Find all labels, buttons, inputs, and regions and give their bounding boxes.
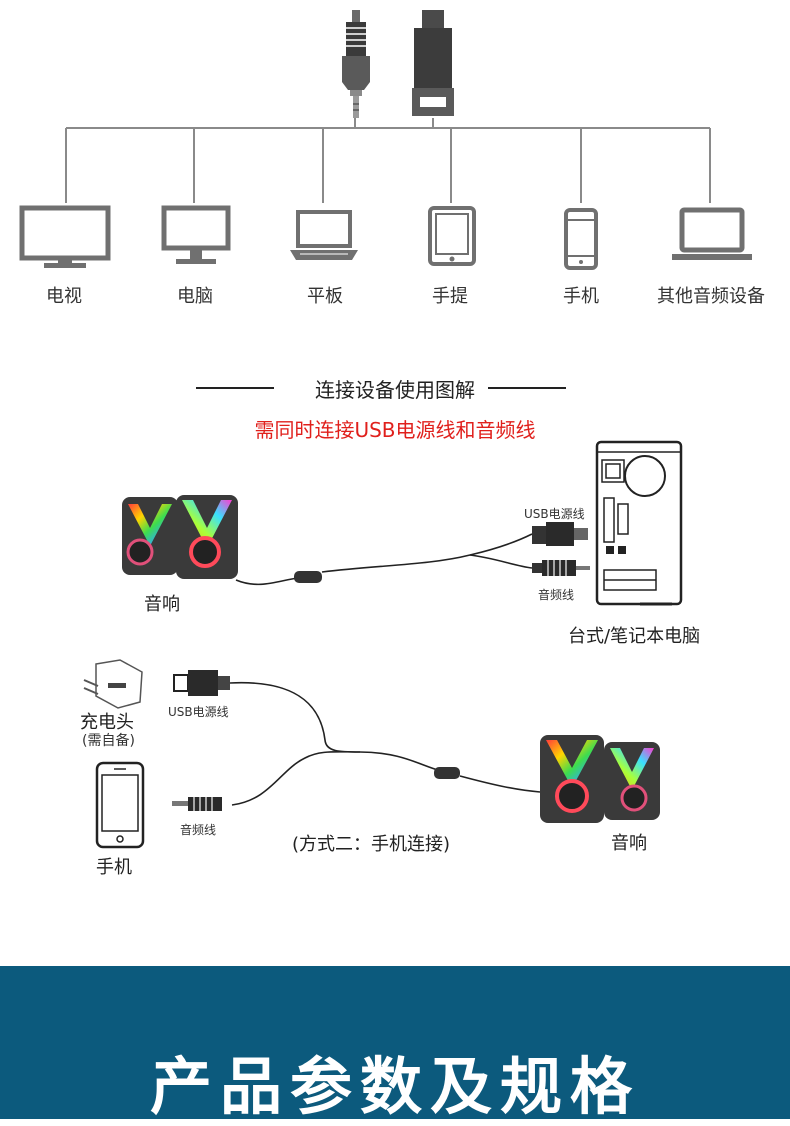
audio-cable-label: 音频线 xyxy=(180,823,217,837)
speaker-pair xyxy=(540,735,660,823)
aux-plug-icon xyxy=(342,10,370,118)
computer-label: 台式/笔记本电脑 xyxy=(568,626,701,647)
inline-control xyxy=(294,571,322,583)
method-label: (方式二：手机连接) xyxy=(292,834,451,855)
phone-icon xyxy=(95,761,145,849)
laptop-icon xyxy=(290,210,358,260)
heading-rule-left xyxy=(196,387,274,389)
usb-plug-icon xyxy=(532,522,588,546)
device-label-phone: 手机 xyxy=(563,286,599,307)
phone-icon xyxy=(564,208,598,270)
device-label-handheld: 手提 xyxy=(432,286,468,307)
charger-label: 充电头 xyxy=(80,712,134,733)
audio-cable-label: 音频线 xyxy=(538,588,575,602)
usb-cable-label: USB电源线 xyxy=(524,507,585,521)
speaker-cable xyxy=(235,533,533,586)
device-label-computer: 电脑 xyxy=(177,286,213,307)
speaker-pair xyxy=(122,495,238,579)
heading-rule-right xyxy=(488,387,566,389)
connector-tree xyxy=(65,118,711,203)
device-label-tablet: 平板 xyxy=(307,286,343,307)
spec-banner-title: 产品参数及规格 xyxy=(149,1050,640,1123)
inline-control xyxy=(434,767,460,779)
charger-note: (需自备) xyxy=(82,733,135,749)
device-label-tv: 电视 xyxy=(46,286,82,307)
aux-plug-icon xyxy=(532,560,590,576)
aux-plug-icon xyxy=(172,797,222,811)
desktop-computer-icon xyxy=(595,440,683,606)
spec-banner xyxy=(0,966,790,1119)
tv-icon xyxy=(19,205,111,268)
laptop-icon xyxy=(672,207,752,260)
charger-icon xyxy=(83,659,143,709)
usb-cable-label: USB电源线 xyxy=(168,705,229,719)
speaker-label: 音响 xyxy=(611,833,647,854)
section-title: 连接设备使用图解 xyxy=(315,378,475,402)
usb-plug-icon xyxy=(412,10,454,116)
warning-text: 需同时连接USB电源线和音频线 xyxy=(254,418,536,442)
usb-plug-icon xyxy=(173,670,230,696)
device-label-other: 其他音频设备 xyxy=(657,286,765,307)
phone-cable xyxy=(229,681,541,806)
tablet-icon xyxy=(428,206,476,266)
speaker-label: 音响 xyxy=(144,594,180,615)
monitor-icon xyxy=(161,205,231,264)
phone-label: 手机 xyxy=(96,857,132,878)
